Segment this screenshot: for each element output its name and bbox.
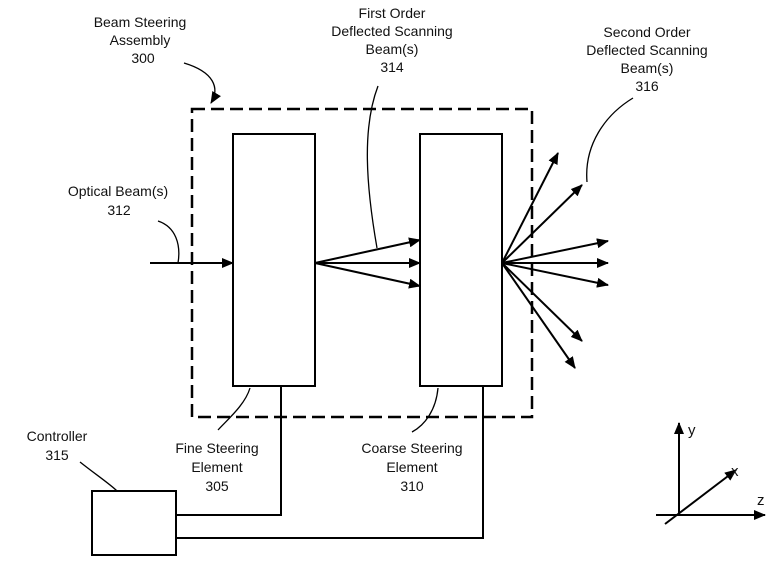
label-fine-steering: Fine Steering Element 305 — [175, 440, 258, 494]
label-first-order: First Order Deflected Scanning Beam(s) 3… — [331, 5, 452, 75]
label-line: Assembly — [110, 32, 171, 48]
leader-controller — [79, 461, 118, 492]
label-line: 300 — [131, 50, 155, 66]
label-line: 305 — [205, 478, 229, 494]
leader-beam-steering-assembly — [183, 62, 221, 104]
coordinate-axes: y x z — [656, 422, 766, 525]
y-axis-label: y — [688, 422, 696, 439]
label-line: Beam(s) — [366, 41, 419, 57]
controller-to-fine-element-wire — [176, 386, 282, 516]
label-second-order: Second Order Deflected Scanning Beam(s) … — [586, 24, 707, 94]
x-axis-label: x — [731, 463, 739, 480]
label-line: 312 — [107, 202, 131, 218]
label-line: Second Order — [603, 24, 690, 40]
coarse-steering-element-block — [419, 133, 503, 387]
label-line: Beam Steering — [94, 14, 187, 30]
label-line: Element — [191, 459, 242, 475]
label-line: 310 — [400, 478, 424, 494]
label-optical-beam: Optical Beam(s) 312 — [68, 183, 168, 218]
leader-optical-beam — [157, 220, 180, 264]
label-line: 315 — [45, 447, 69, 463]
leader-coarse-steering — [411, 387, 439, 433]
z-axis-label: z — [757, 492, 765, 509]
leader-fine-steering — [217, 387, 251, 431]
label-line: Element — [386, 459, 437, 475]
label-line: Deflected Scanning — [586, 42, 707, 58]
label-controller: Controller 315 — [27, 428, 88, 463]
label-coarse-steering: Coarse Steering Element 310 — [361, 440, 462, 494]
leader-second-order — [586, 97, 634, 183]
first-order-beams — [314, 237, 421, 289]
label-line: First Order — [359, 5, 426, 21]
label-line: 316 — [635, 78, 659, 94]
leader-first-order — [366, 85, 379, 249]
second-order-beams — [501, 152, 609, 369]
label-line: Beam(s) — [621, 60, 674, 76]
label-line: Controller — [27, 428, 88, 444]
label-line: 314 — [380, 59, 404, 75]
label-line: Deflected Scanning — [331, 23, 452, 39]
fine-steering-element-block — [232, 133, 316, 387]
label-line: Optical Beam(s) — [68, 183, 168, 199]
controller-to-coarse-element-wire — [176, 386, 484, 539]
label-beam-steering-assembly: Beam Steering Assembly 300 — [94, 14, 187, 66]
label-line: Coarse Steering — [361, 440, 462, 456]
controller-block — [91, 490, 177, 556]
label-line: Fine Steering — [175, 440, 258, 456]
